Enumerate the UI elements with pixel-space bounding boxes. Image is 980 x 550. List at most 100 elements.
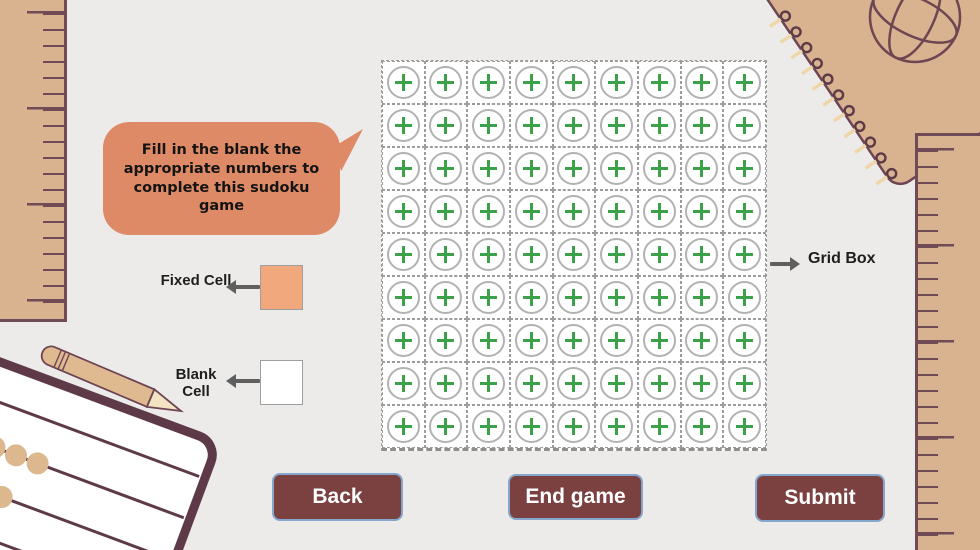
grid-cell-add-button[interactable]	[386, 195, 420, 228]
grid-cell	[680, 104, 724, 147]
grid-cell-add-button[interactable]	[386, 109, 420, 142]
grid-cell	[424, 147, 468, 190]
grid-cell-add-button[interactable]	[685, 324, 719, 357]
grid-cell-add-button[interactable]	[642, 152, 676, 185]
grid-cell-add-button[interactable]	[472, 152, 506, 185]
grid-cell-add-button[interactable]	[472, 410, 506, 443]
grid-cell-add-button[interactable]	[514, 324, 548, 357]
grid-cell-add-button[interactable]	[728, 324, 762, 357]
grid-cell-add-button[interactable]	[472, 109, 506, 142]
grid-cell-add-button[interactable]	[600, 324, 634, 357]
grid-cell-add-button[interactable]	[514, 195, 548, 228]
back-button[interactable]: Back	[272, 473, 403, 521]
add-icon	[522, 375, 540, 392]
spiral-rings-icon	[765, 8, 900, 190]
add-icon	[480, 246, 498, 263]
grid-cell-add-button[interactable]	[557, 281, 591, 314]
grid-cell-add-button[interactable]	[685, 195, 719, 228]
grid-cell-add-button[interactable]	[514, 281, 548, 314]
grid-cell-add-button[interactable]	[728, 238, 762, 271]
grid-cell-add-button[interactable]	[429, 195, 463, 228]
grid-cell-add-button[interactable]	[600, 152, 634, 185]
add-icon	[650, 375, 668, 392]
add-icon	[608, 289, 626, 306]
grid-cell-add-button[interactable]	[600, 66, 634, 99]
grid-cell-add-button[interactable]	[685, 281, 719, 314]
grid-cell-add-button[interactable]	[685, 238, 719, 271]
grid-cell-add-button[interactable]	[472, 238, 506, 271]
grid-cell-add-button[interactable]	[642, 195, 676, 228]
grid-cell-add-button[interactable]	[685, 410, 719, 443]
ruler-right-decoration	[915, 133, 980, 550]
grid-cell-add-button[interactable]	[557, 367, 591, 400]
grid-cell-add-button[interactable]	[600, 410, 634, 443]
grid-cell	[723, 104, 766, 147]
grid-cell-add-button[interactable]	[557, 324, 591, 357]
grid-cell-add-button[interactable]	[386, 324, 420, 357]
add-icon	[736, 332, 754, 349]
grid-cell-add-button[interactable]	[642, 367, 676, 400]
abacus-beads	[0, 436, 49, 508]
grid-cell-add-button[interactable]	[600, 281, 634, 314]
arrow-right-icon	[770, 257, 800, 271]
grid-cell-add-button[interactable]	[514, 367, 548, 400]
grid-cell-add-button[interactable]	[600, 109, 634, 142]
grid-cell-add-button[interactable]	[557, 195, 591, 228]
end-game-button[interactable]: End game	[508, 474, 643, 520]
grid-cell-add-button[interactable]	[472, 195, 506, 228]
grid-cell-add-button[interactable]	[685, 152, 719, 185]
grid-cell-add-button[interactable]	[514, 109, 548, 142]
grid-cell-add-button[interactable]	[386, 66, 420, 99]
grid-cell-add-button[interactable]	[514, 152, 548, 185]
grid-cell-add-button[interactable]	[728, 410, 762, 443]
grid-cell-add-button[interactable]	[557, 238, 591, 271]
submit-button[interactable]: Submit	[755, 474, 885, 522]
grid-cell-add-button[interactable]	[514, 410, 548, 443]
grid-cell-add-button[interactable]	[472, 324, 506, 357]
grid-cell-add-button[interactable]	[600, 367, 634, 400]
grid-cell-add-button[interactable]	[557, 66, 591, 99]
grid-cell-add-button[interactable]	[642, 109, 676, 142]
grid-cell-add-button[interactable]	[514, 238, 548, 271]
grid-cell-add-button[interactable]	[429, 238, 463, 271]
grid-cell-add-button[interactable]	[642, 281, 676, 314]
grid-cell-add-button[interactable]	[386, 410, 420, 443]
grid-cell-add-button[interactable]	[429, 109, 463, 142]
grid-cell-add-button[interactable]	[429, 324, 463, 357]
add-icon	[693, 246, 711, 263]
grid-cell-add-button[interactable]	[642, 324, 676, 357]
grid-cell-add-button[interactable]	[685, 367, 719, 400]
grid-cell-add-button[interactable]	[728, 195, 762, 228]
grid-cell-add-button[interactable]	[472, 66, 506, 99]
grid-cell	[638, 104, 681, 147]
grid-cell-add-button[interactable]	[557, 152, 591, 185]
grid-cell-add-button[interactable]	[685, 109, 719, 142]
grid-cell-add-button[interactable]	[429, 367, 463, 400]
grid-cell-add-button[interactable]	[472, 367, 506, 400]
grid-cell-add-button[interactable]	[728, 367, 762, 400]
grid-cell-add-button[interactable]	[557, 109, 591, 142]
grid-cell-add-button[interactable]	[600, 238, 634, 271]
grid-cell-add-button[interactable]	[685, 66, 719, 99]
grid-cell-add-button[interactable]	[429, 281, 463, 314]
grid-cell-add-button[interactable]	[728, 66, 762, 99]
ruler-left-decoration	[0, 0, 67, 322]
grid-cell-add-button[interactable]	[429, 66, 463, 99]
grid-cell-add-button[interactable]	[728, 152, 762, 185]
grid-cell-add-button[interactable]	[514, 66, 548, 99]
grid-cell-add-button[interactable]	[386, 238, 420, 271]
grid-cell-add-button[interactable]	[642, 66, 676, 99]
grid-cell-add-button[interactable]	[728, 109, 762, 142]
grid-cell-add-button[interactable]	[600, 195, 634, 228]
grid-cell-add-button[interactable]	[386, 152, 420, 185]
grid-cell-add-button[interactable]	[472, 281, 506, 314]
grid-cell-add-button[interactable]	[728, 281, 762, 314]
grid-cell-add-button[interactable]	[642, 238, 676, 271]
grid-cell-add-button[interactable]	[429, 410, 463, 443]
grid-cell-add-button[interactable]	[386, 367, 420, 400]
grid-cell-add-button[interactable]	[642, 410, 676, 443]
grid-cell-add-button[interactable]	[429, 152, 463, 185]
grid-cell-add-button[interactable]	[386, 281, 420, 314]
grid-cell-add-button[interactable]	[557, 410, 591, 443]
blank-cell-swatch	[260, 360, 303, 405]
